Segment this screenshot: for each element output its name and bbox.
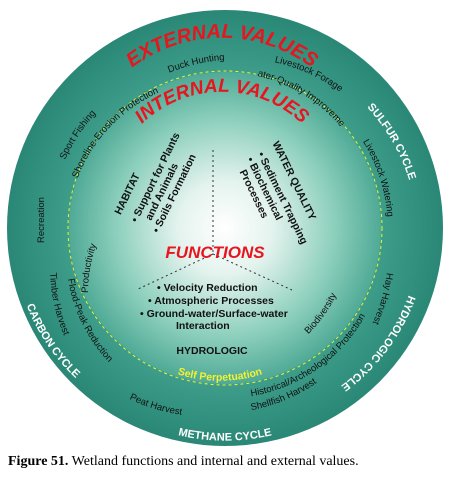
wetland-values-diagram: EXTERNAL VALUES INTERNAL VALUES FUNCTION… bbox=[0, 0, 443, 446]
caption-label: Figure 51. bbox=[8, 454, 69, 469]
self-perpetuation-label: Self Perpetuation bbox=[177, 366, 264, 384]
methane-cycle-label: METHANE CYCLE bbox=[177, 426, 272, 443]
hydrologic-item-3-line1: • Ground-water/Surface-water bbox=[140, 308, 288, 320]
caption-text: Wetland functions and internal and exter… bbox=[71, 454, 359, 469]
hydrologic-item-1: • Velocity Reduction bbox=[157, 282, 258, 294]
functions-title: FUNCTIONS bbox=[165, 243, 265, 262]
ext-recreation: Recreation bbox=[36, 197, 47, 243]
hydrologic-sector: • Velocity Reduction • Atmospheric Proce… bbox=[140, 282, 288, 357]
inner-ring bbox=[69, 72, 381, 384]
self-perpetuation-ring bbox=[67, 70, 383, 386]
figure-caption: Figure 51. Wetland functions and interna… bbox=[8, 454, 463, 470]
hydrologic-item-3-line2: Interaction bbox=[176, 320, 230, 332]
hydrologic-item-2: • Atmospheric Processes bbox=[148, 295, 274, 307]
divider-left bbox=[135, 253, 214, 291]
hydrologic-title: HYDROLOGIC bbox=[176, 345, 248, 357]
